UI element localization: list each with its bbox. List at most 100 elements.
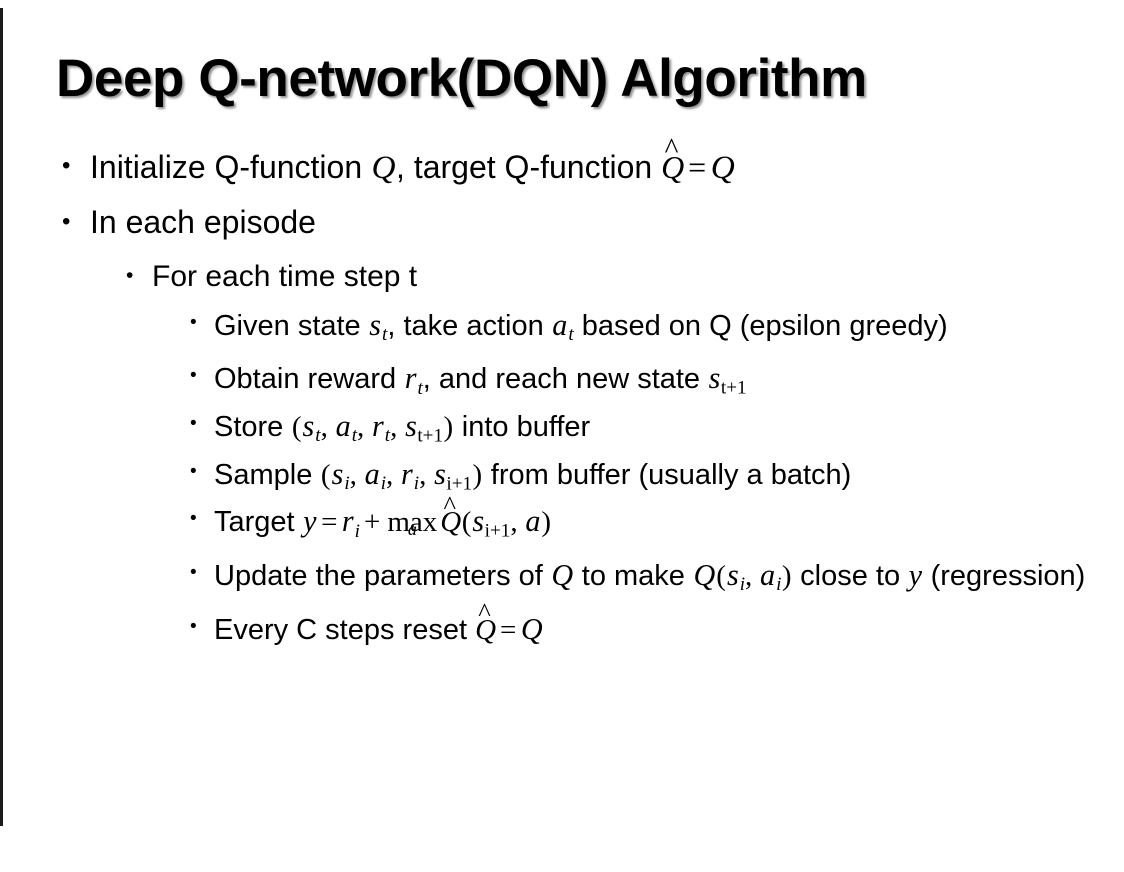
max-subscript: a [407, 518, 417, 539]
math-paren-close: ) [541, 506, 552, 539]
math-operator-equals: = [321, 506, 338, 539]
text-fragment: based on Q (epsilon greedy) [573, 309, 948, 342]
text-fragment: , target Q-function [396, 149, 662, 185]
math-symbol-a: a [525, 504, 541, 539]
math-subscript: t [351, 425, 358, 447]
math-paren-close: ) [781, 559, 792, 592]
math-base: Q [475, 613, 497, 646]
math-symbol-a: a [335, 409, 351, 444]
math-comma: , [349, 458, 365, 491]
bullet-marker-icon: • [190, 508, 197, 530]
text-fragment: Sample [214, 458, 321, 491]
bullet-given-state-take-action: • Given state st, take action at based o… [0, 306, 1124, 348]
math-subscript: i+1 [484, 520, 511, 542]
text-fragment: from buffer (usually a batch) [482, 458, 852, 491]
bullet-marker-icon: • [190, 413, 197, 435]
math-operator-equals: = [688, 149, 707, 185]
math-subscript: i [739, 574, 746, 596]
math-base: Q [440, 506, 462, 539]
text-fragment: Every C steps reset [214, 613, 476, 646]
math-symbol-r: r [372, 409, 384, 444]
bullet-update-parameters: • Update the parameters of Q to make Q(s… [0, 556, 1124, 598]
math-paren-open: ( [291, 411, 302, 444]
bullet-marker-icon: • [126, 263, 134, 287]
math-symbol-q-hat: ^Q [475, 599, 497, 649]
bullet-marker-icon: • [62, 208, 71, 236]
math-symbol-s: s [405, 409, 417, 444]
math-symbol-s: s [726, 557, 739, 592]
bullet-sample-from-buffer: • Sample (si, ai, ri, si+1) from buffer … [0, 455, 1124, 497]
hat-accent-icon: ^ [478, 597, 491, 628]
bullet-marker-icon: • [190, 615, 197, 637]
text-fragment: Target [214, 506, 303, 539]
hat-accent-icon: ^ [664, 132, 679, 165]
page-title: Deep Q-network(DQN) Algorithm [56, 49, 867, 108]
math-base: Q [661, 149, 685, 185]
bullet-text: Update the parameters of Q to make Q(si,… [214, 556, 1098, 598]
bullet-for-each-time-step: • For each time step t [0, 257, 1124, 296]
text-fragment: Update the parameters of [214, 559, 551, 592]
math-symbol-q-hat: ^Q [661, 134, 685, 189]
math-operator-equals: = [500, 613, 517, 646]
bullet-text: Store (st, at, rt, st+1) into buffer [214, 407, 1098, 449]
text-fragment: to make [573, 559, 693, 592]
math-symbol-q: Q [520, 611, 543, 646]
math-symbol-q-hat: ^Q [440, 492, 462, 541]
math-comma: , [745, 559, 760, 592]
math-comma: , [510, 506, 525, 539]
math-comma: , [320, 411, 336, 444]
text-fragment: Given state [214, 309, 369, 342]
bullet-text: Initialize Q-function Q, target Q-functi… [90, 134, 1124, 189]
text-fragment: Initialize Q-function [90, 149, 372, 185]
math-subscript: t [315, 425, 321, 447]
math-subscript: i [776, 574, 782, 596]
text-fragment: , take action [387, 309, 552, 342]
math-symbol-q: Q [371, 149, 396, 186]
math-symbol-a: a [552, 307, 568, 342]
max-label: max [387, 506, 438, 539]
math-symbol-s: s [369, 307, 381, 342]
bullet-in-each-episode: • In each episode [0, 202, 1124, 244]
math-subscript: i [354, 520, 360, 542]
hat-accent-icon: ^ [443, 490, 457, 521]
bullet-text: Sample (si, ai, ri, si+1) from buffer (u… [214, 455, 1098, 497]
math-paren-open: ( [320, 458, 331, 491]
math-subscript: i [344, 473, 350, 495]
math-comma: , [357, 411, 372, 444]
slide-body: • Initialize Q-function Q, target Q-func… [0, 134, 1124, 655]
math-symbol-s: s [708, 361, 721, 396]
math-symbol-a: a [760, 557, 776, 592]
math-comma: , [419, 458, 434, 491]
text-fragment: (regression) [922, 559, 1086, 592]
bullet-marker-icon: • [62, 152, 71, 179]
bullet-initialize-q-function: • Initialize Q-function Q, target Q-func… [0, 134, 1124, 189]
bullet-text: For each time step t [152, 259, 418, 293]
bullet-text: Every C steps reset ^Q=Q [214, 599, 1098, 650]
math-subscript: t [384, 425, 391, 447]
text-fragment: close to [792, 559, 909, 592]
bullet-text: Given state st, take action at based on … [214, 306, 1098, 348]
math-symbol-r: r [404, 361, 417, 396]
math-symbol-y: y [303, 504, 317, 539]
math-symbol-r: r [341, 504, 354, 539]
math-paren-open: ( [461, 506, 472, 539]
bullet-marker-icon: • [190, 561, 197, 583]
math-symbol-y: y [908, 557, 923, 592]
bullet-marker-icon: • [190, 311, 197, 333]
math-symbol-q: Q [710, 149, 735, 186]
math-subscript: i [413, 473, 420, 495]
bullet-marker-icon: • [190, 365, 197, 387]
math-symbol-r: r [401, 456, 413, 491]
bullet-obtain-reward: • Obtain reward rt, and reach new state … [0, 359, 1124, 401]
math-paren-open: ( [716, 559, 726, 592]
math-subscript: t [382, 324, 388, 346]
math-paren-close: ) [472, 458, 483, 491]
bullet-text: Obtain reward rt, and reach new state st… [214, 359, 1098, 401]
bullet-text: In each episode [90, 204, 316, 241]
text-fragment: into buffer [453, 411, 591, 444]
math-subscript: i+1 [446, 473, 473, 495]
math-symbol-q: Q [693, 557, 716, 592]
math-subscript: t [417, 377, 423, 399]
